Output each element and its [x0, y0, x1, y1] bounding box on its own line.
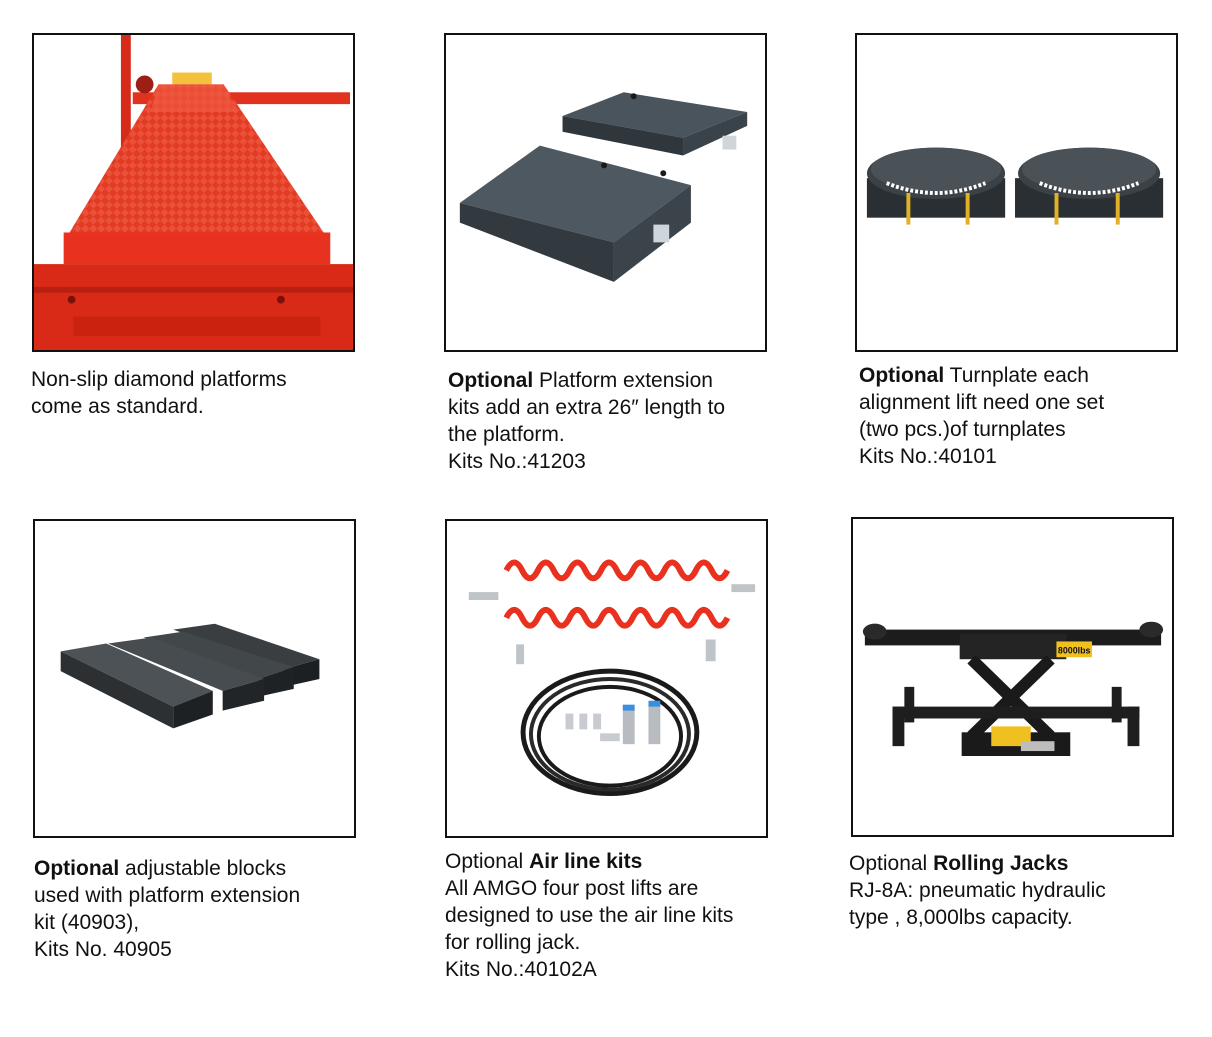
optional-label: Optional: [859, 364, 945, 387]
caption-line: for rolling jack.: [445, 931, 581, 954]
turnplate-caption: Optional Turnplate each alignment lift n…: [859, 362, 1104, 470]
caption-line: designed to use the air line kits: [445, 904, 734, 927]
optional-label: Optional: [849, 852, 928, 875]
caption-line: Turnplate each: [949, 364, 1089, 387]
air-line-kit-caption: Optional Air line kits All AMGO four pos…: [445, 848, 733, 983]
adjustable-blocks-image-icon: [35, 521, 354, 836]
rolling-jack-image-icon: 8000lbs: [853, 519, 1172, 835]
rolling-jack-photo: 8000lbs: [851, 517, 1174, 837]
caption-line: Non-slip diamond platforms: [31, 368, 287, 391]
caption-line: All AMGO four post lifts are: [445, 877, 699, 900]
optional-label: Optional: [34, 857, 120, 880]
caption-line: adjustable blocks: [125, 857, 287, 880]
adjustable-blocks-caption: Optional adjustable blocks used with pla…: [34, 855, 300, 963]
rolling-jack-caption: Optional Rolling Jacks RJ-8A: pneumatic …: [849, 850, 1106, 931]
caption-line: the platform.: [448, 423, 565, 446]
caption-line: Platform extension: [539, 369, 713, 392]
optional-label: Optional: [445, 850, 524, 873]
caption-line: come as standard.: [31, 395, 204, 418]
caption-line: RJ-8A: pneumatic hydraulic: [849, 879, 1106, 902]
platform-extension-caption: Optional Platform extension kits add an …: [448, 367, 725, 475]
kit-number: Kits No.:40101: [859, 445, 997, 468]
air-line-kit-photo: [445, 519, 768, 838]
turnplate-photo: [855, 33, 1178, 352]
diamond-platform-image-icon: [34, 35, 353, 350]
caption-line: type , 8,000lbs capacity.: [849, 906, 1073, 929]
diamond-platform-caption: Non-slip diamond platforms come as stand…: [31, 366, 287, 420]
cropped-heading-fragment: [150, 0, 260, 2]
caption-line: (two pcs.)of turnplates: [859, 418, 1066, 441]
platform-extension-image-icon: [446, 35, 765, 350]
caption-line: kit (40903),: [34, 911, 140, 934]
kit-number: Kits No.:40102A: [445, 958, 597, 981]
air-line-kit-image-icon: [447, 521, 766, 836]
kit-number: Kits No. 40905: [34, 938, 172, 961]
turnplate-image-icon: [857, 35, 1176, 350]
caption-line: Rolling Jacks: [933, 852, 1069, 875]
caption-line: Air line kits: [529, 850, 643, 873]
optional-label: Optional: [448, 369, 534, 392]
platform-extension-photo: [444, 33, 767, 352]
caption-line: used with platform extension: [34, 884, 301, 907]
caption-line: kits add an extra 26″ length to: [448, 396, 726, 419]
diamond-platform-photo: [32, 33, 355, 352]
adjustable-blocks-photo: [33, 519, 356, 838]
capacity-sticker: 8000lbs: [1058, 645, 1091, 655]
kit-number: Kits No.:41203: [448, 450, 586, 473]
caption-line: alignment lift need one set: [859, 391, 1105, 414]
